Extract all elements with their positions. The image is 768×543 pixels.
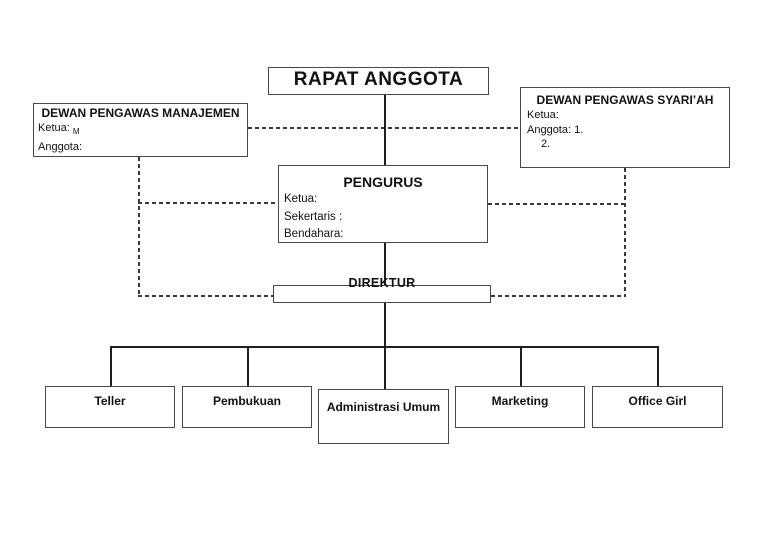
dewan-manajemen-ketua-row: Ketua:M <box>38 121 243 140</box>
administrasi-umum-label: Administrasi Umum <box>326 400 441 414</box>
dashed-connector-syariah-vertical <box>624 168 626 297</box>
node-marketing: Marketing <box>455 386 585 428</box>
teller-label: Teller <box>94 394 126 408</box>
pengurus-ketua-row: Ketua: <box>284 193 318 205</box>
dewan-syariah-anggota-row: Anggota: 1. <box>527 123 584 136</box>
pembukuan-label: Pembukuan <box>212 394 281 408</box>
dashed-connector-manajemen-pengurus <box>138 202 278 204</box>
node-direktur <box>273 285 491 303</box>
dewan-manajemen-anggota-row: Anggota: <box>38 140 83 153</box>
connector-bar-administrasi <box>384 346 386 390</box>
node-office-girl: Office Girl <box>592 386 723 428</box>
connector-direktur-staffbar <box>384 302 386 347</box>
rapat-anggota-label: RAPAT ANGGOTA <box>293 69 464 90</box>
node-dewan-pengawas-syariah: DEWAN PENGAWAS SYARI’AH Ketua: Anggota: … <box>520 87 730 168</box>
dewan-manajemen-ketua-value: M <box>72 127 80 136</box>
connector-rapat-pengurus <box>384 94 386 165</box>
pengurus-bendahara-row: Bendahara: <box>284 228 344 240</box>
connector-bar-teller <box>110 346 112 387</box>
connector-bar-pembukuan <box>247 346 249 387</box>
dewan-syariah-ketua-row: Ketua: <box>527 109 559 121</box>
node-dewan-pengawas-manajemen: DEWAN PENGAWAS MANAJEMEN Ketua:M Anggota… <box>33 103 248 157</box>
dewan-syariah-title: DEWAN PENGAWAS SYARI’AH <box>536 93 714 107</box>
node-teller: Teller <box>45 386 175 428</box>
dashed-connector-manajemen-vertical <box>138 157 140 297</box>
connector-bar-officegirl <box>657 346 659 387</box>
connector-pengurus-direktur <box>384 243 386 285</box>
dashed-connector-manajemen-direktur <box>138 295 273 297</box>
connector-bar-marketing <box>520 346 522 387</box>
office-girl-label: Office Girl <box>628 394 687 408</box>
dewan-manajemen-title: DEWAN PENGAWAS MANAJEMEN <box>41 106 240 120</box>
marketing-label: Marketing <box>491 394 549 408</box>
pengurus-sekertaris-row: Sekertaris : <box>284 210 343 223</box>
dewan-syariah-anggota2-row: 2. <box>541 138 551 150</box>
dashed-connector-syariah-pengurus <box>488 203 625 205</box>
node-administrasi-umum: Administrasi Umum <box>318 389 449 444</box>
direktur-label: DIREKTUR <box>348 276 416 290</box>
node-pembukuan: Pembukuan <box>182 386 312 428</box>
pengurus-title: PENGURUS <box>343 174 423 190</box>
dewan-manajemen-ketua-label: Ketua: <box>38 122 70 134</box>
node-rapat-anggota: RAPAT ANGGOTA <box>268 67 489 95</box>
node-pengurus: PENGURUS Ketua: Sekertaris : Bendahara: <box>278 165 488 243</box>
dashed-connector-syariah-direktur <box>491 295 625 297</box>
